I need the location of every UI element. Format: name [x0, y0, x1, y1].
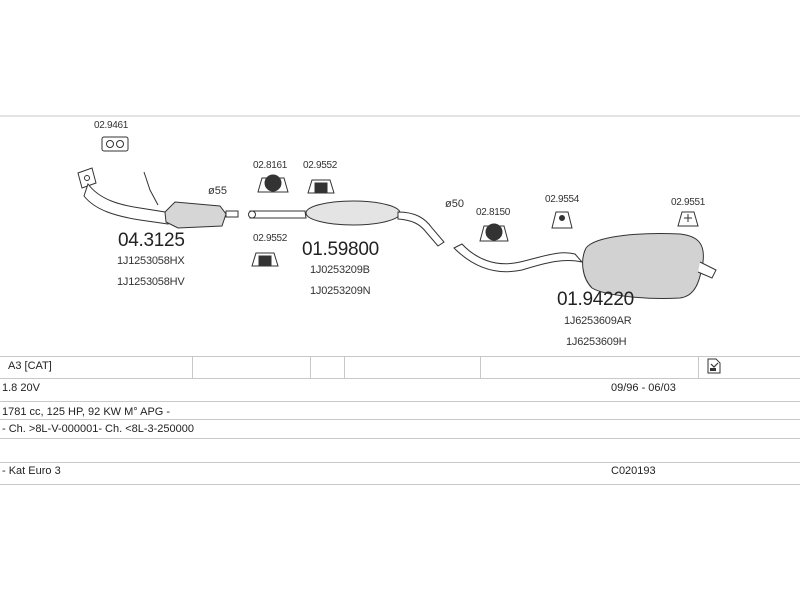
table-divider [344, 356, 345, 378]
table-divider [0, 356, 800, 357]
table-divider [0, 419, 800, 420]
part-label-rubber-mount: 02.8150 [476, 207, 511, 218]
diameter-label: ø55 [208, 185, 227, 197]
svg-text:80: 80 [270, 182, 277, 188]
diameter-label: ø50 [445, 198, 464, 210]
front-pipe-shape [83, 171, 169, 225]
note-label: - Kat Euro 3 [2, 465, 61, 477]
oem-number: 1J6253609H [566, 336, 627, 348]
rubber-mount-icon: 80 [257, 174, 289, 193]
part-label-hanger: 02.9552 [303, 160, 338, 171]
oem-number: 1J1253058HV [117, 276, 185, 288]
part-label-hanger: 02.9552 [253, 233, 288, 244]
catalytic-converter-shape [164, 201, 239, 229]
table-divider [480, 356, 481, 378]
section-number: 01.59800 [302, 239, 379, 260]
oem-number: 1J1253058HX [117, 255, 185, 267]
table-divider [698, 356, 699, 378]
flange-icon [77, 167, 97, 189]
section-number: 04.3125 [118, 230, 185, 251]
engine-label: 1.8 20V [2, 382, 40, 394]
spec-label: 1781 cc, 125 HP, 92 KW M° APG - [2, 406, 171, 418]
bracket-icon [551, 211, 573, 229]
table-divider [0, 378, 800, 379]
table-divider [310, 356, 311, 378]
table-divider [192, 356, 193, 378]
chassis-label: - Ch. >8L-V-000001- Ch. <8L-3-250000 [2, 423, 195, 435]
clamp-icon [101, 136, 129, 152]
hanger-icon [251, 252, 279, 267]
document-icon[interactable] [706, 358, 722, 374]
years-label: 09/96 - 06/03 [611, 382, 676, 394]
table-divider [0, 484, 800, 485]
part-label-rubber-mount: 02.8161 [253, 160, 288, 171]
bracket-icon [677, 211, 699, 227]
table-divider [0, 462, 800, 463]
svg-text:54: 54 [491, 231, 498, 237]
oem-number: 1J0253209N [310, 285, 371, 297]
middle-muffler-shape [248, 200, 445, 247]
oem-number: 1J6253609AR [564, 315, 632, 327]
part-label-bracket: 02.9551 [671, 197, 706, 208]
section-number: 01.94220 [557, 289, 634, 310]
table-divider [0, 401, 800, 402]
oem-number: 1J0253209B [310, 264, 370, 276]
rear-muffler-shape [582, 233, 717, 299]
table-divider [0, 438, 800, 439]
rear-pipe-shape [453, 243, 584, 273]
part-label-clamp: 02.9461 [94, 120, 129, 131]
rubber-mount-icon: 54 [479, 223, 509, 242]
hanger-icon [307, 179, 335, 194]
model-label: A3 [CAT] [8, 360, 52, 372]
catalog-code-label: C020193 [611, 465, 656, 477]
part-label-bracket: 02.9554 [545, 194, 580, 205]
